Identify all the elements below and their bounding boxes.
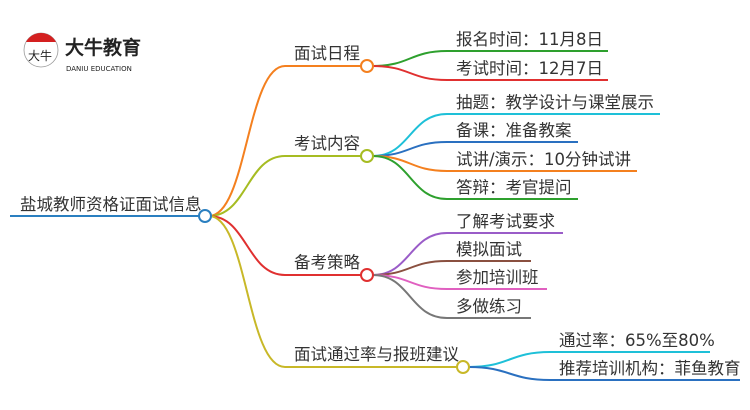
leaf-label: 参加培训班 [456, 268, 539, 287]
root-node-circle [198, 209, 212, 223]
leaf-label: 备课：准备教案 [456, 121, 572, 140]
leaf-connector [372, 50, 608, 67]
branch-label: 备考策略 [294, 253, 361, 272]
branch-label: 面试日程 [294, 44, 360, 63]
branch-connector [208, 215, 361, 276]
logo-mark: 大牛 [28, 48, 52, 63]
leaf-label: 报名时间：11月8日 [456, 30, 603, 49]
leaf-label: 多做练习 [456, 297, 522, 316]
leaf-label: 通过率：65%至80% [559, 331, 715, 350]
leaf-connector [372, 232, 563, 276]
leaf-label: 考试时间：12月7日 [456, 59, 603, 78]
branch-node-circle [456, 360, 470, 374]
leaf-connector [468, 351, 710, 368]
branch-node-circle [360, 59, 374, 73]
leaf-connector [372, 113, 660, 157]
leaf-connector [372, 141, 578, 157]
branch-label: 考试内容 [294, 134, 360, 153]
branch-label: 面试通过率与报班建议 [294, 345, 460, 364]
branch-node-circle [360, 149, 374, 163]
branch-node-circle [360, 268, 374, 282]
leaf-connector [372, 260, 531, 276]
leaf-connector [372, 65, 608, 81]
leaf-connector [372, 155, 578, 200]
branch-connector [208, 65, 361, 217]
leaf-label: 抽题：教学设计与课堂展示 [456, 93, 654, 112]
leaf-connector [372, 274, 547, 290]
branch-connector [208, 155, 361, 217]
logo: 大牛 大牛教育 DANIU EDUCATION [23, 32, 141, 73]
logo-red-arc [26, 33, 56, 42]
leaf-label: 推荐培训机构：菲鱼教育 [559, 359, 741, 378]
leaf-label: 了解考试要求 [456, 212, 555, 231]
leaf-connector [468, 366, 740, 381]
root-label: 盐城教师资格证面试信息 [20, 195, 202, 214]
leaf-label: 试讲/演示：10分钟试讲 [456, 150, 631, 169]
leaf-connector [372, 274, 531, 319]
leaf-label: 模拟面试 [456, 240, 522, 259]
logo-subtitle: DANIU EDUCATION [66, 65, 132, 73]
logo-name: 大牛教育 [65, 36, 141, 59]
branch-connector [208, 215, 457, 368]
leaf-label: 答辩：考官提问 [456, 178, 572, 197]
